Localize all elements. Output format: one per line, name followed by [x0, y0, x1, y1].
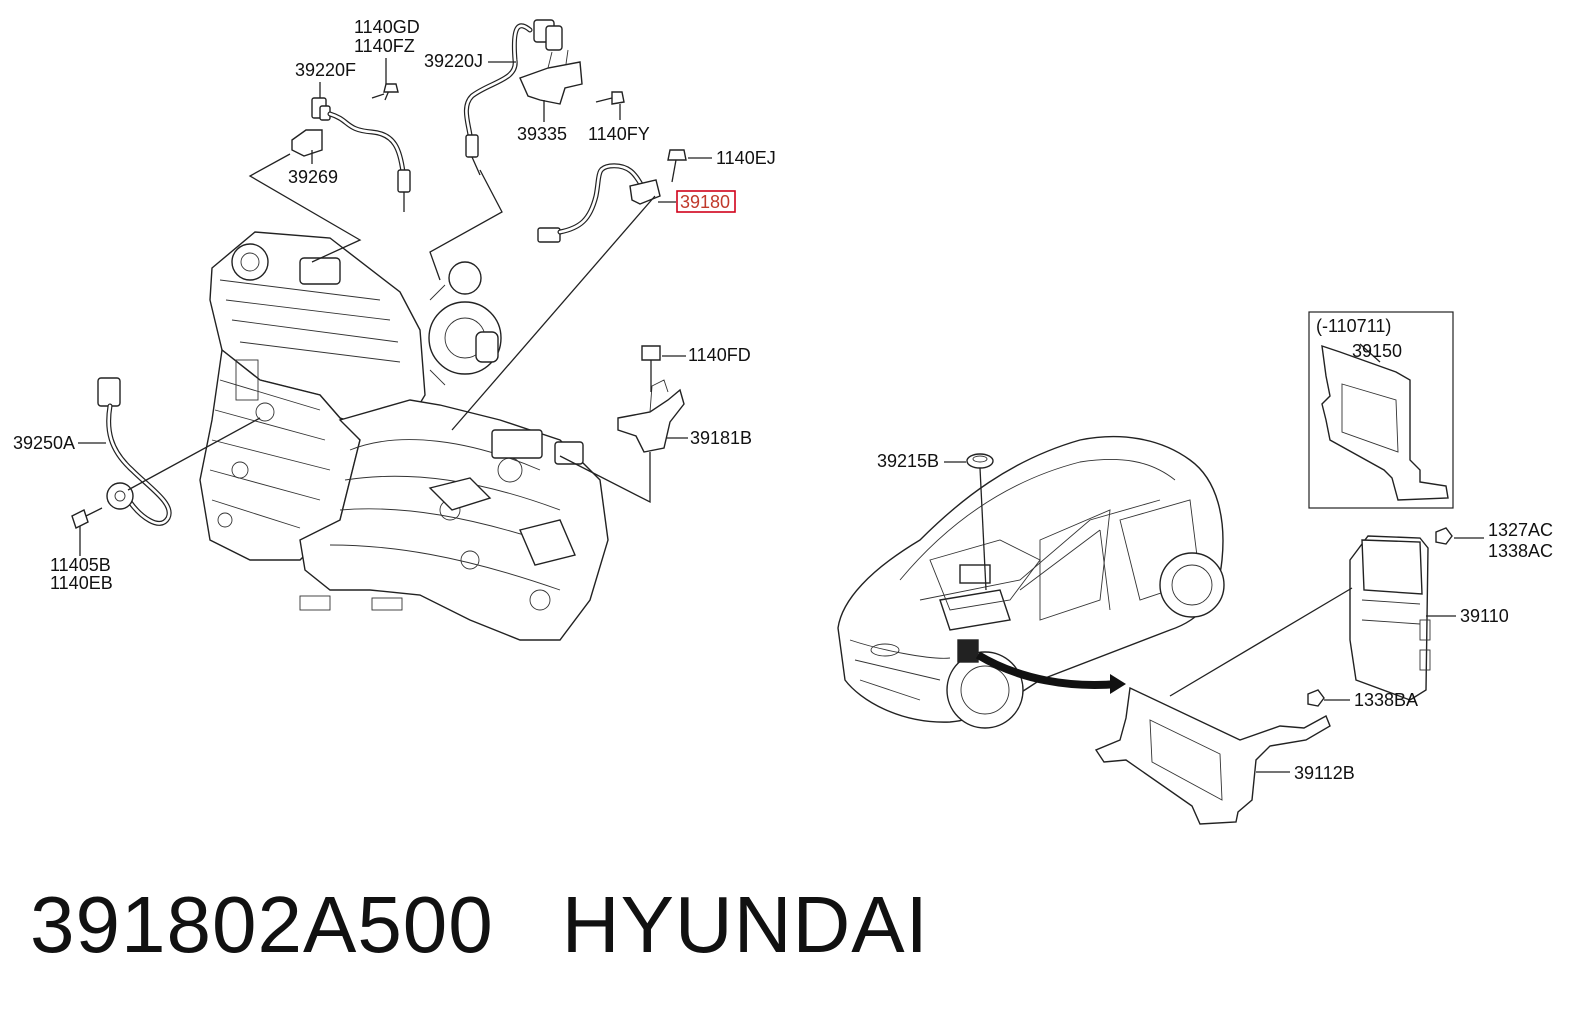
- highlight-box-39180: [676, 190, 736, 213]
- label-110711: (-110711): [1316, 316, 1391, 336]
- parts-diagram: 1140GD 1140FZ 39220F 39220J 39335 1140FY…: [13, 17, 1553, 825]
- label-1338ac[interactable]: 1338AC: [1488, 541, 1553, 561]
- label-39112b[interactable]: 39112B: [1294, 763, 1355, 783]
- exhaust-temp-sensor-39220j[interactable]: [463, 19, 563, 176]
- part-number: 391802A500: [30, 880, 494, 969]
- label-1338ba[interactable]: 1338BA: [1354, 690, 1418, 710]
- label-39150[interactable]: 39150: [1352, 341, 1402, 361]
- bolt-1140gd[interactable]: [371, 83, 399, 101]
- knock-sensor-39250a[interactable]: [97, 377, 172, 526]
- nut-1338ba[interactable]: [1307, 689, 1325, 707]
- bolt-11405b[interactable]: [71, 507, 103, 529]
- label-39250a[interactable]: 39250A: [13, 433, 75, 453]
- bolt-1140fd[interactable]: [641, 345, 661, 392]
- label-11405b[interactable]: 11405B: [50, 555, 111, 575]
- leader-lines: [78, 58, 1484, 773]
- speed-sensor-39180[interactable]: [537, 163, 661, 243]
- label-1140fz[interactable]: 1140FZ: [354, 36, 415, 56]
- callout-labels: 1140GD 1140FZ 39220F 39220J 39335 1140FY…: [13, 17, 1553, 783]
- bracket-39112b[interactable]: [1094, 686, 1331, 825]
- label-39269[interactable]: 39269: [288, 167, 338, 187]
- label-1140eb[interactable]: 1140EB: [50, 573, 113, 593]
- inset-box: [1308, 311, 1454, 509]
- label-39181b[interactable]: 39181B: [690, 428, 752, 448]
- engine-assembly: [199, 231, 609, 641]
- label-39215b[interactable]: 39215B: [877, 451, 939, 471]
- label-39110[interactable]: 39110: [1460, 606, 1509, 626]
- vehicle-illustration: [837, 435, 1225, 729]
- label-1140fy[interactable]: 1140FY: [588, 124, 650, 144]
- bracket-39335[interactable]: [519, 49, 583, 105]
- bolt-1140ej[interactable]: [667, 149, 687, 183]
- bracket-39150[interactable]: [1321, 344, 1449, 501]
- label-1327ac[interactable]: 1327AC: [1488, 520, 1553, 540]
- brand-name: HYUNDAI: [561, 880, 929, 969]
- grommet-39215b[interactable]: [966, 453, 994, 469]
- footer-caption: 391802A500 HYUNDAI: [30, 870, 1560, 980]
- label-39220f[interactable]: 39220F: [295, 60, 356, 80]
- exhaust-temp-sensor-39220f[interactable]: [291, 97, 411, 212]
- bracket-39181b[interactable]: [617, 379, 685, 453]
- label-39180[interactable]: 39180: [680, 192, 730, 212]
- nut-1327ac[interactable]: [1435, 527, 1453, 545]
- label-1140fd[interactable]: 1140FD: [688, 345, 751, 365]
- label-1140gd[interactable]: 1140GD: [354, 17, 420, 37]
- label-39335[interactable]: 39335: [517, 124, 567, 144]
- ecu-39110[interactable]: [1349, 535, 1431, 701]
- bolt-1140fy[interactable]: [595, 91, 625, 105]
- label-39220j[interactable]: 39220J: [424, 51, 483, 71]
- label-1140ej[interactable]: 1140EJ: [716, 148, 776, 168]
